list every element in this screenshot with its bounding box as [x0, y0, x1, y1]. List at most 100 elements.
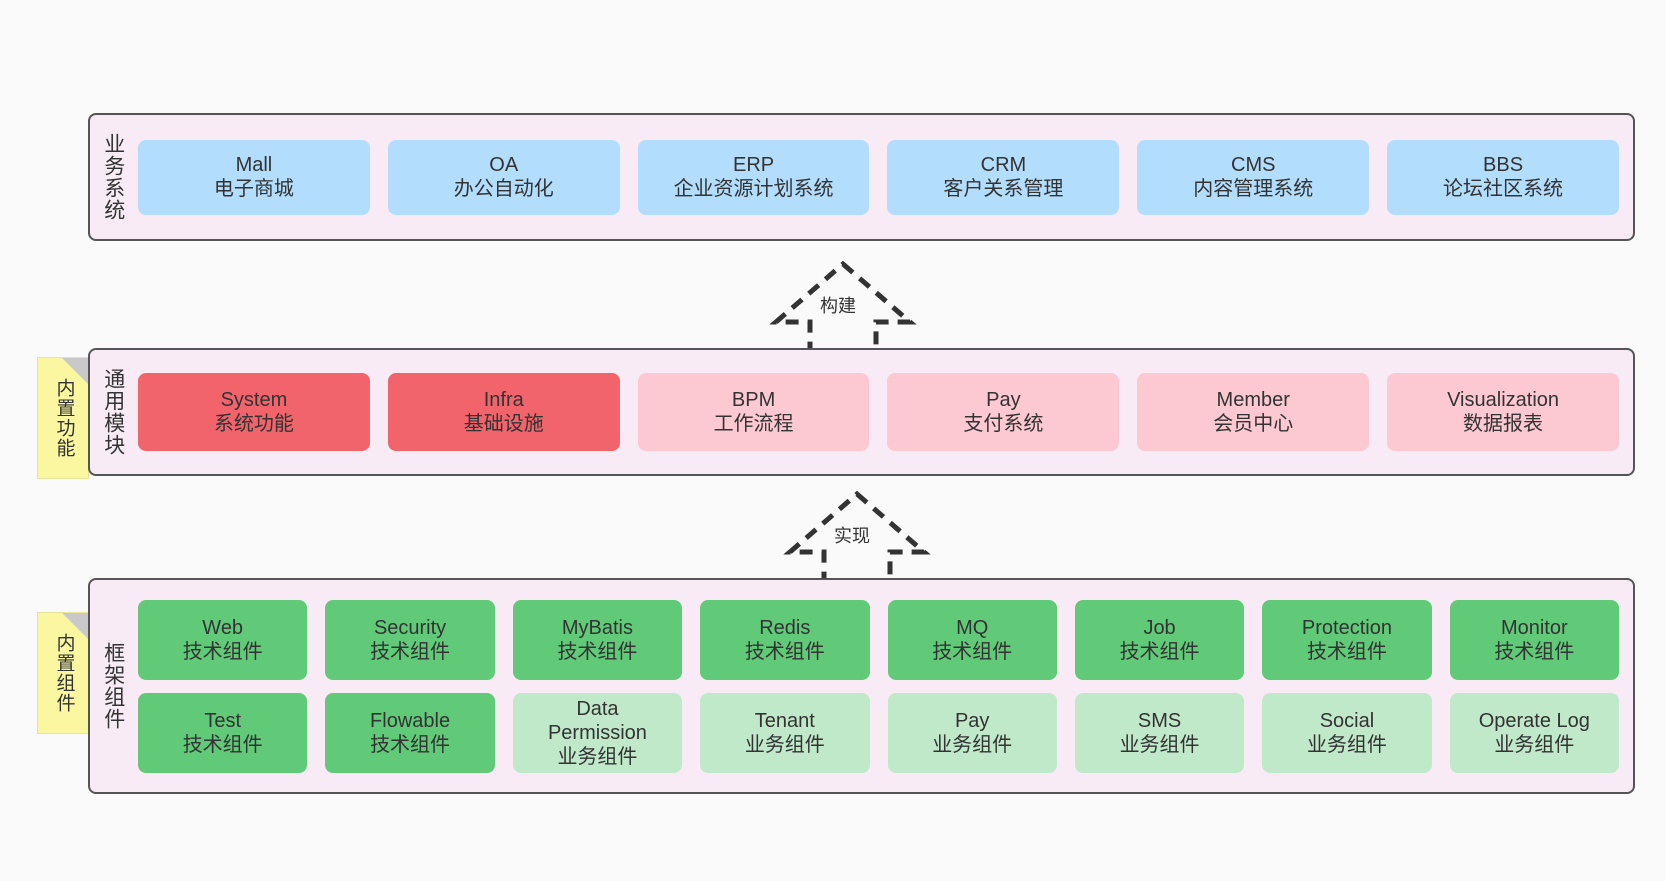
card-title: BBS — [1483, 154, 1524, 176]
card-subtitle: 技术组件 — [370, 733, 451, 756]
card-flowable[interactable]: Flowable 技术组件 — [325, 692, 495, 773]
layer-framework-components: 框架组件 Web 技术组件 Security 技术组件 MyBatis 技术组件… — [88, 578, 1635, 794]
card-mybatis[interactable]: MyBatis 技术组件 — [512, 599, 683, 680]
card-subtitle: 业务组件 — [1494, 733, 1575, 756]
sticky-note-builtin-components: 内置组件 — [37, 612, 89, 734]
card-title: Infra — [483, 389, 524, 411]
card-row: System 系统功能 Infra 基础设施 BPM 工作流程 Pay 支付系统… — [138, 373, 1619, 451]
card-infra[interactable]: Infra 基础设施 — [387, 373, 620, 451]
card-title: BPM — [731, 389, 776, 411]
card-title: MQ — [956, 616, 989, 639]
card-row: Test 技术组件 Flowable 技术组件 Data Permission … — [138, 692, 1619, 773]
card-subtitle: 内容管理系统 — [1193, 178, 1314, 200]
card-subtitle: 支付系统 — [963, 413, 1044, 435]
card-subtitle: 电子商城 — [213, 178, 294, 200]
card-title: Security — [373, 616, 447, 639]
card-security[interactable]: Security 技术组件 — [325, 599, 495, 680]
card-subtitle: 技术组件 — [1119, 640, 1200, 663]
card-mall[interactable]: Mall 电子商城 — [138, 139, 370, 215]
card-title: Pay — [986, 389, 1021, 411]
card-subtitle: 业务组件 — [932, 733, 1013, 756]
card-title: SMS — [1137, 709, 1182, 732]
card-subtitle: 业务组件 — [557, 745, 638, 768]
card-subtitle: 系统功能 — [213, 413, 294, 435]
card-subtitle: 业务组件 — [1119, 733, 1200, 756]
card-subtitle: 技术组件 — [1306, 640, 1387, 663]
card-mq[interactable]: MQ 技术组件 — [887, 599, 1057, 680]
card-social[interactable]: Social 业务组件 — [1262, 692, 1432, 773]
card-subtitle: 会员中心 — [1213, 413, 1294, 435]
folded-corner-icon — [62, 358, 88, 384]
card-title: Member — [1216, 389, 1290, 411]
card-pay[interactable]: Pay 支付系统 — [887, 373, 1120, 451]
card-cms[interactable]: CMS 内容管理系统 — [1137, 139, 1370, 215]
card-title: Monitor — [1500, 616, 1568, 639]
card-title: CMS — [1231, 154, 1276, 176]
card-web[interactable]: Web 技术组件 — [138, 599, 308, 680]
card-monitor[interactable]: Monitor 技术组件 — [1449, 599, 1619, 680]
card-erp[interactable]: ERP 企业资源计划系统 — [637, 139, 870, 215]
card-title: Social — [1319, 709, 1375, 732]
connector-implement: 实现 — [772, 488, 942, 588]
card-bpm[interactable]: BPM 工作流程 — [637, 373, 870, 451]
card-subtitle: 办公自动化 — [453, 178, 554, 200]
card-title: Operate Log — [1478, 709, 1590, 732]
card-operate-log[interactable]: Operate Log 业务组件 — [1449, 692, 1619, 773]
sticky-note-label: 内置功能 — [53, 378, 75, 458]
layer-business-systems-body: Mall 电子商城 OA 办公自动化 ERP 企业资源计划系统 CRM 客户关系… — [136, 115, 1633, 239]
card-subtitle: 基础设施 — [463, 413, 544, 435]
card-subtitle: 技术组件 — [744, 640, 825, 663]
layer-business-systems: 业务系统 Mall 电子商城 OA 办公自动化 ERP 企业资源计划系统 CRM… — [88, 113, 1635, 241]
card-subtitle: 技术组件 — [932, 640, 1013, 663]
card-subtitle: 业务组件 — [1306, 733, 1387, 756]
card-title: Test — [204, 709, 242, 732]
card-sms[interactable]: SMS 业务组件 — [1074, 692, 1245, 773]
card-row: Mall 电子商城 OA 办公自动化 ERP 企业资源计划系统 CRM 客户关系… — [138, 139, 1619, 215]
card-title-line2: Permission — [547, 721, 647, 744]
card-title: ERP — [733, 154, 775, 176]
card-title: Flowable — [370, 709, 451, 732]
card-crm[interactable]: CRM 客户关系管理 — [887, 139, 1120, 215]
card-job[interactable]: Job 技术组件 — [1074, 599, 1245, 680]
card-title: Redis — [759, 616, 811, 639]
card-tenant[interactable]: Tenant 业务组件 — [700, 692, 870, 773]
folded-corner-icon — [62, 613, 88, 639]
card-title: Mall — [235, 154, 273, 176]
card-title: Job — [1143, 616, 1176, 639]
layer-business-systems-title: 业务系统 — [101, 133, 125, 221]
card-oa[interactable]: OA 办公自动化 — [387, 139, 620, 215]
card-protection[interactable]: Protection 技术组件 — [1262, 599, 1432, 680]
card-title: System — [220, 389, 288, 411]
card-subtitle: 技术组件 — [182, 640, 263, 663]
card-redis[interactable]: Redis 技术组件 — [700, 599, 870, 680]
card-title: Tenant — [754, 709, 815, 732]
layer-framework-components-title: 框架组件 — [101, 642, 125, 730]
card-title: Visualization — [1447, 389, 1560, 411]
card-title: MyBatis — [561, 616, 633, 639]
card-system[interactable]: System 系统功能 — [138, 373, 370, 451]
card-subtitle: 技术组件 — [1494, 640, 1575, 663]
card-title: Web — [202, 616, 244, 639]
card-subtitle: 企业资源计划系统 — [673, 178, 834, 200]
card-test[interactable]: Test 技术组件 — [138, 692, 308, 773]
card-subtitle: 技术组件 — [557, 640, 638, 663]
card-subtitle: 技术组件 — [370, 640, 451, 663]
card-bbs[interactable]: BBS 论坛社区系统 — [1387, 139, 1619, 215]
card-data-permission[interactable]: Data Permission 业务组件 — [512, 692, 683, 773]
connector-build-label: 构建 — [820, 296, 856, 316]
layer-common-modules-title: 通用模块 — [101, 368, 125, 456]
card-title: Protection — [1301, 616, 1392, 639]
card-pay-business[interactable]: Pay 业务组件 — [887, 692, 1057, 773]
card-subtitle: 业务组件 — [744, 733, 825, 756]
card-member[interactable]: Member 会员中心 — [1137, 373, 1370, 451]
card-subtitle: 数据报表 — [1463, 413, 1544, 435]
card-title: CRM — [980, 154, 1027, 176]
connector-build: 构建 — [758, 258, 928, 358]
sticky-note-label: 内置组件 — [53, 633, 75, 713]
card-title: OA — [489, 154, 519, 176]
card-visualization[interactable]: Visualization 数据报表 — [1387, 373, 1619, 451]
connector-implement-label: 实现 — [834, 526, 870, 546]
sticky-note-builtin-features: 内置功能 — [37, 357, 89, 479]
layer-framework-components-body: Web 技术组件 Security 技术组件 MyBatis 技术组件 Redi… — [136, 580, 1633, 792]
